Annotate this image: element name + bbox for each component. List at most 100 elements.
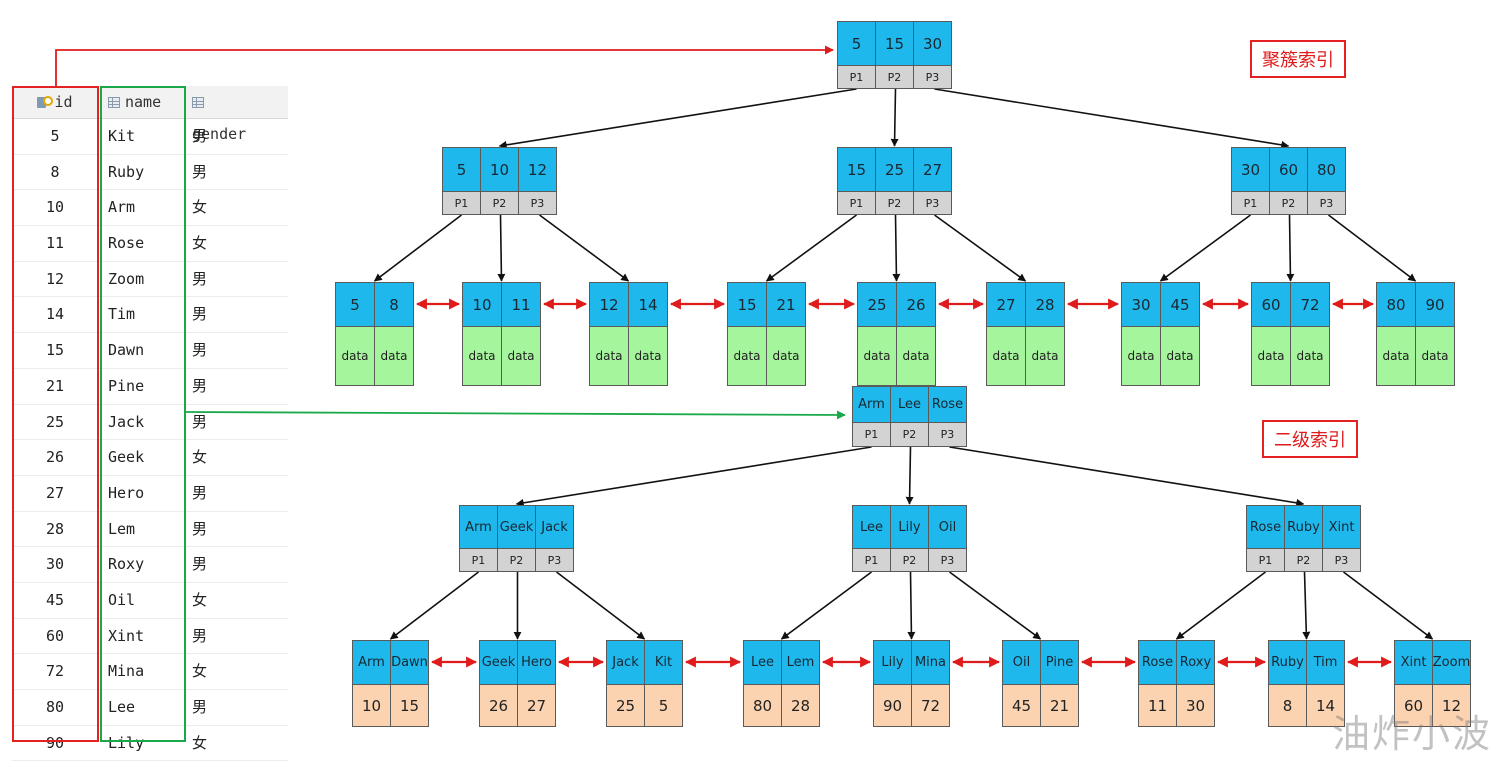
leaf-value: 8 [1268, 684, 1307, 727]
node-pointer: P2 [890, 548, 929, 572]
table-header: id name gender [12, 86, 288, 143]
cell-name: Mina [108, 662, 145, 681]
node-key: Xint [1394, 640, 1433, 685]
cell-id: 26 [45, 448, 65, 467]
cell-gender: 女 [192, 662, 208, 681]
node-key: 27 [913, 147, 952, 192]
cell-id: 28 [45, 519, 65, 538]
node-key: 45 [1160, 282, 1200, 327]
node-key: 30 [1121, 282, 1161, 327]
node-key: 30 [1231, 147, 1270, 192]
name-to-secondary-arrow [185, 410, 846, 420]
secondary-inner-edge [949, 571, 1042, 640]
clustered-inner-edge [1286, 214, 1295, 282]
node-key: 25 [857, 282, 897, 327]
node-key: Xint [1322, 505, 1361, 549]
node-pointer: P1 [442, 191, 481, 215]
cell-id: 25 [45, 412, 65, 431]
primary-key-icon [37, 96, 54, 109]
node-pointer: P1 [837, 65, 876, 89]
header-name[interactable]: name [108, 86, 188, 118]
cell-id: 21 [45, 376, 65, 395]
clustered-inner-edge [497, 214, 506, 282]
leaf-value: data [1251, 326, 1291, 386]
cell-gender: 男 [192, 519, 208, 538]
cell-gender: 女 [192, 733, 208, 752]
node-key: Geek [479, 640, 518, 685]
secondary-inner-edge [1302, 571, 1311, 640]
node-key: 10 [480, 147, 519, 192]
clustered-root-edge [890, 88, 899, 147]
node-pointer: P3 [535, 548, 574, 572]
header-id[interactable]: id [12, 86, 98, 118]
cell-gender: 女 [192, 590, 208, 609]
leaf-value: data [335, 326, 375, 386]
cell-id: 90 [45, 733, 65, 752]
node-key: Dawn [390, 640, 429, 685]
node-pointer: P3 [518, 191, 557, 215]
cell-name: Hero [108, 483, 145, 502]
column-icon [108, 97, 120, 108]
cell-name: Ruby [108, 162, 145, 181]
leaf-value: 26 [479, 684, 518, 727]
leaf-value: data [896, 326, 936, 386]
cell-name: Lee [108, 698, 136, 716]
node-key: Arm [852, 386, 891, 423]
leaf-value: data [1376, 326, 1416, 386]
node-key: 25 [875, 147, 914, 192]
cell-id: 45 [45, 590, 65, 609]
cell-name: Kit [108, 127, 136, 145]
clustered-root-edge [934, 88, 1290, 149]
header-gender[interactable]: gender [192, 86, 252, 143]
cell-id: 10 [45, 198, 65, 217]
node-key: 28 [1025, 282, 1065, 327]
node-key: Rose [928, 386, 967, 423]
cell-gender: 女 [192, 234, 208, 253]
cell-gender: 女 [192, 448, 208, 467]
node-key: 60 [1251, 282, 1291, 327]
node-key: Lily [873, 640, 912, 685]
leaf-value: data [1290, 326, 1330, 386]
leaf-value: data [374, 326, 414, 386]
leaf-value: 15 [390, 684, 429, 727]
leaf-value: 28 [781, 684, 820, 727]
node-key: Lee [890, 386, 929, 423]
clustered-index-label: 聚簇索引 [1250, 40, 1346, 78]
node-key: Rose [1246, 505, 1285, 549]
cell-gender: 男 [192, 341, 208, 360]
leaf-value: 27 [517, 684, 556, 727]
node-pointer: P3 [928, 422, 967, 447]
secondary-inner-edge [1175, 571, 1266, 640]
node-pointer: P1 [1231, 191, 1270, 215]
node-key: Oil [928, 505, 967, 549]
